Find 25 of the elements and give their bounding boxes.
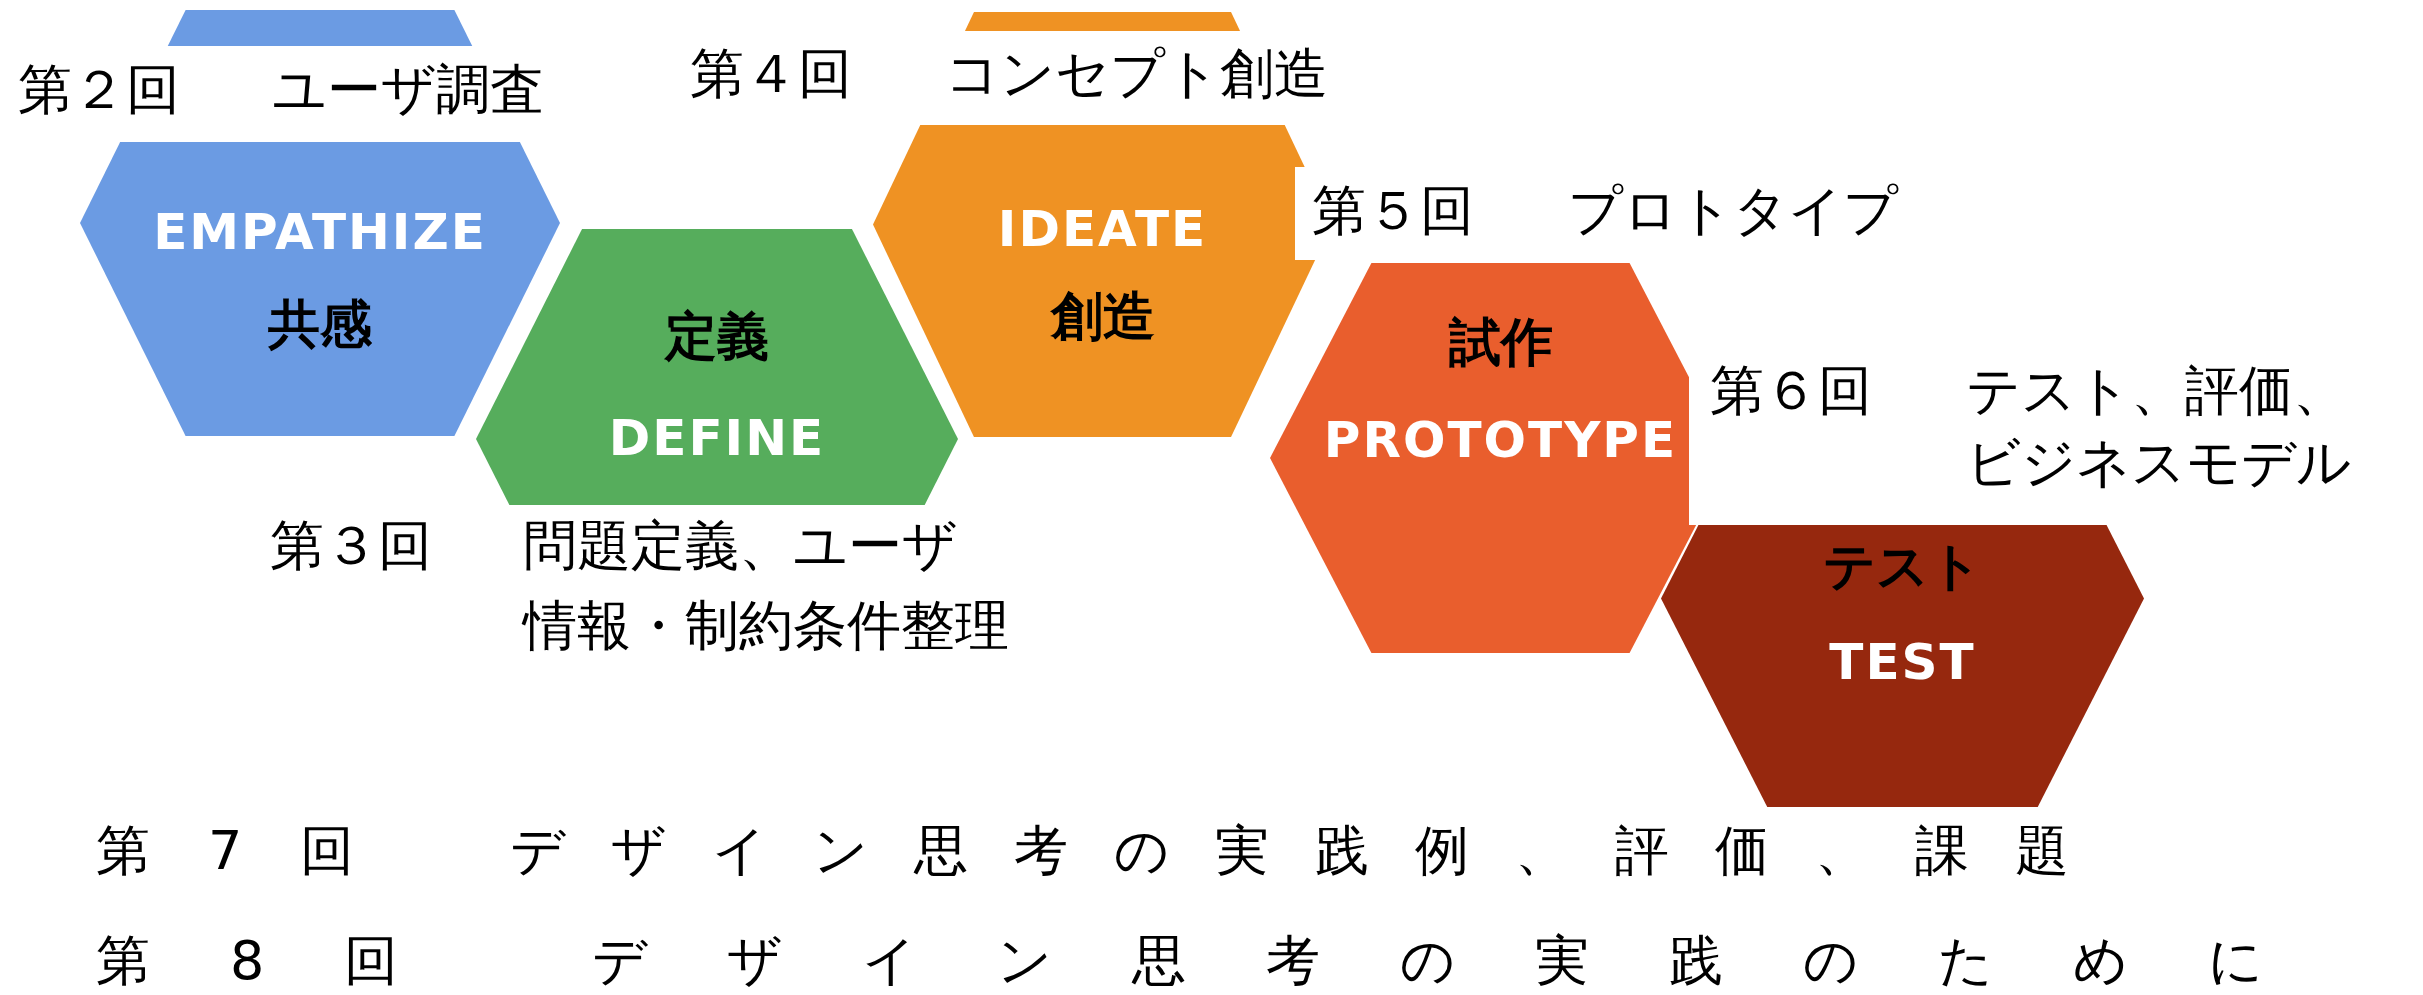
session-text: デザイン思考の実践のために <box>592 928 2343 994</box>
stage-name: EMPATHIZE <box>153 202 487 263</box>
session-text: 問題定義、ユーザ <box>523 513 957 579</box>
stage-label: 共感 <box>268 293 372 356</box>
session-text: 第7回 <box>96 818 413 884</box>
stage-name: DEFINE <box>608 408 826 469</box>
stage-label: 創造 <box>1050 285 1155 348</box>
session-text: 第４回 <box>690 41 852 107</box>
stage-name: IDEATE <box>997 199 1208 260</box>
session-text: 第６回 <box>1710 358 1872 424</box>
stage-name: TEST <box>1829 632 1976 693</box>
stage-label: テスト <box>1823 535 1982 598</box>
session-text: テスト、評価、ビジネスモデル <box>1966 358 2352 496</box>
session-text: 情報・制約条件整理 <box>523 593 1009 659</box>
session-text: 第２回 <box>18 57 180 123</box>
session-text: プロトタイプ <box>1568 178 1898 244</box>
stage-label: 試作 <box>1448 311 1553 374</box>
session-text: コンセプト創造 <box>945 41 1328 107</box>
session-text: 第8回 <box>96 928 479 994</box>
session-text: デザイン思考の実践例、評価、課題 <box>510 818 2115 884</box>
session-text: ユーザ調査 <box>272 57 544 123</box>
session-text: 第３回 <box>270 513 432 579</box>
stage-name: PROTOTYPE <box>1323 410 1678 471</box>
stage-label: 定義 <box>665 305 769 368</box>
session-text: 第５回 <box>1312 178 1474 244</box>
